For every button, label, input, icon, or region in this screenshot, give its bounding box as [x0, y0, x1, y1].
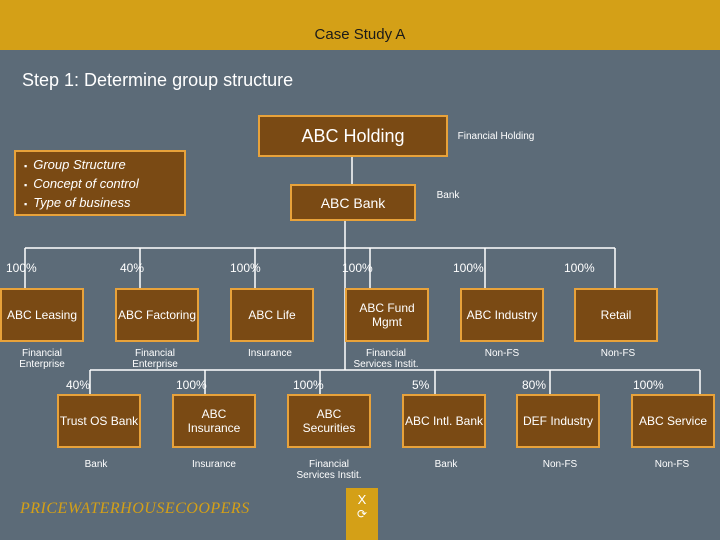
entity-box: ABC Industry	[460, 288, 544, 342]
bank-type: Bank	[436, 190, 460, 201]
entity-box: ABC Fund Mgmt	[345, 288, 429, 342]
ownership-pct: 40%	[120, 261, 145, 275]
entity-box: ABC Leasing	[0, 288, 84, 342]
bullet-item: ▪Concept of control	[24, 176, 139, 191]
business-type: Insurance	[192, 459, 236, 470]
header-title: Case Study A	[314, 26, 406, 43]
bullet-icon: ▪	[24, 199, 28, 209]
ownership-pct: 80%	[522, 378, 547, 392]
bullet-icon: ▪	[24, 180, 28, 190]
business-type: Financial Enterprise	[132, 348, 178, 370]
business-type: Financial Services Instit.	[353, 348, 419, 370]
bullet-list: ▪Group Structure ▪Concept of control ▪Ty…	[14, 150, 186, 216]
ownership-pct: 5%	[412, 378, 430, 392]
entity-box: ABC Service	[631, 394, 715, 448]
ownership-pct: 100%	[633, 378, 664, 392]
entity-box: DEF Industry	[516, 394, 600, 448]
holding-box: ABC Holding	[258, 115, 448, 157]
bank-box: ABC Bank	[290, 184, 416, 221]
ownership-pct: 100%	[176, 378, 207, 392]
header-bar	[0, 0, 720, 50]
business-type: Non-FS	[654, 459, 690, 470]
entity-box: ABC Factoring	[115, 288, 199, 342]
business-type: Non-FS	[542, 459, 578, 470]
business-type: Bank	[84, 459, 108, 470]
ownership-pct: 100%	[453, 261, 484, 275]
entity-box: ABC Intl. Bank	[402, 394, 486, 448]
entity-box: ABC Securities	[287, 394, 371, 448]
bullet-item: ▪Group Structure	[24, 157, 126, 172]
nav-arrow-icon: ⟳	[356, 507, 368, 521]
slide-title: Step 1: Determine group structure	[22, 70, 294, 90]
company-logo: PRICEWATERHOUSECOOPERS	[20, 500, 250, 517]
bullet-item: ▪Type of business	[24, 195, 131, 210]
business-type: Financial Enterprise	[19, 348, 65, 370]
business-type: Insurance	[248, 348, 292, 359]
nav-button[interactable]: X ⟳	[346, 488, 378, 540]
business-type: Bank	[434, 459, 458, 470]
ownership-pct: 40%	[66, 378, 91, 392]
entity-box: ABC Life	[230, 288, 314, 342]
ownership-pct: 100%	[342, 261, 373, 275]
ownership-pct: 100%	[564, 261, 595, 275]
entity-box: ABC Insurance	[172, 394, 256, 448]
holding-type: Financial Holding	[457, 131, 535, 142]
ownership-pct: 100%	[6, 261, 37, 275]
ownership-pct: 100%	[293, 378, 324, 392]
bullet-icon: ▪	[24, 161, 28, 171]
entity-box: Retail	[574, 288, 658, 342]
business-type: Non-FS	[600, 348, 636, 359]
entity-box: Trust OS Bank	[57, 394, 141, 448]
business-type: Non-FS	[484, 348, 520, 359]
nav-x-label: X	[357, 492, 367, 507]
ownership-pct: 100%	[230, 261, 261, 275]
business-type: Financial Services Instit.	[296, 459, 362, 481]
